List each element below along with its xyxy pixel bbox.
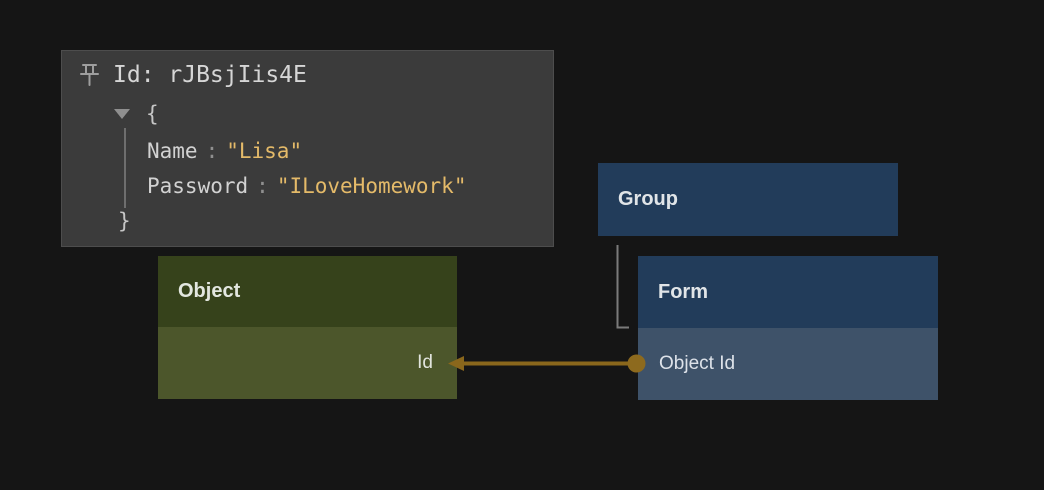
node-object[interactable]: Object Id	[158, 256, 457, 399]
field-name-row: Name: "Lisa"	[147, 136, 302, 166]
node-form-header[interactable]: Form	[638, 256, 938, 328]
field-password-value: "ILoveHomework"	[276, 174, 467, 198]
inspector-tooltip: Id: rJBsjIis4E { Name: "Lisa" Password: "I…	[61, 50, 554, 247]
tree-guide-line	[124, 128, 126, 208]
tooltip-close-brace-row: }	[118, 206, 131, 236]
node-group-title: Group	[618, 188, 678, 210]
node-form-title: Form	[658, 280, 708, 303]
tooltip-id-text: Id: rJBsjIis4E	[113, 62, 307, 88]
field-name-key: Name	[147, 139, 198, 163]
field-name-separator: :	[205, 139, 219, 163]
node-group[interactable]: Group	[598, 163, 898, 236]
node-object-title: Object	[178, 280, 241, 302]
field-password-key: Password	[147, 174, 249, 198]
open-brace: {	[146, 102, 159, 126]
tooltip-id-row: Id: rJBsjIis4E	[79, 60, 307, 90]
tooltip-brace-row: {	[114, 99, 159, 129]
node-form-objectid-port[interactable]: Object Id	[638, 328, 938, 400]
close-brace: }	[118, 209, 131, 233]
node-object-header[interactable]: Object	[158, 256, 457, 327]
field-name-value: "Lisa"	[226, 139, 303, 163]
group-form-elbow-link	[616, 245, 629, 329]
node-form-objectid-label: Object Id	[659, 353, 736, 374]
field-password-separator: :	[256, 174, 269, 198]
node-object-id-label: Id	[417, 352, 433, 373]
node-object-id-port[interactable]: Id	[158, 327, 457, 399]
pin-icon[interactable]	[79, 62, 100, 88]
node-form[interactable]: Form Object Id	[638, 256, 938, 400]
expander-triangle-icon[interactable]	[114, 109, 130, 119]
field-password-row: Password: "ILoveHomework"	[147, 171, 466, 201]
node-group-header[interactable]: Group	[598, 163, 898, 236]
